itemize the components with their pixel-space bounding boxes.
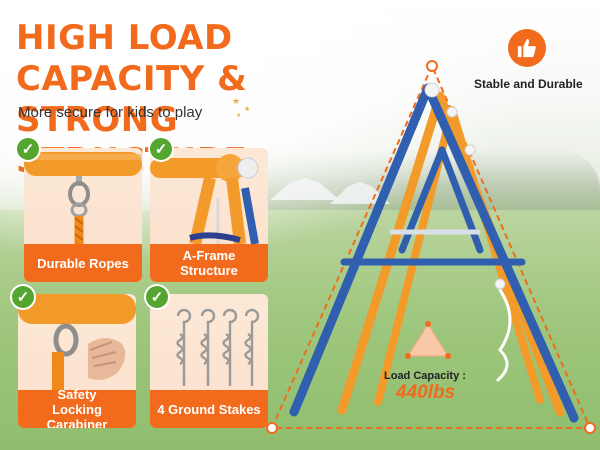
sparkle-icon: ★: [236, 113, 242, 119]
feature-card-ropes: Durable Ropes: [24, 148, 142, 282]
stability-triangle-outline: [270, 63, 592, 429]
feature-label: A-Frame Structure: [150, 244, 268, 282]
stable-durable-label: Stable and Durable: [474, 77, 583, 91]
frame-joint: [424, 82, 440, 98]
triangle-weight-icon: [405, 321, 451, 359]
check-icon: ✓: [17, 138, 39, 160]
load-capacity-value: 440lbs: [396, 382, 456, 403]
carabiner-illustration: [18, 294, 136, 390]
check-icon: ✓: [146, 286, 168, 308]
frame-leg-blue: [289, 83, 433, 417]
feature-label-line: Safety: [57, 386, 97, 402]
rope-connector: [494, 278, 506, 290]
feature-label-line: Structure: [180, 263, 238, 278]
feature-label: Durable Ropes: [24, 244, 142, 282]
feature-label: 4 Ground Stakes: [150, 390, 268, 428]
frame-leg-orange: [337, 91, 445, 415]
sparkle-icon: ★: [232, 96, 241, 106]
a-frame-illustration: [150, 154, 259, 244]
subtitle: More secure for kids to play: [18, 104, 203, 121]
sparkle-icon: ★: [244, 106, 251, 113]
frame-leg-blue: [423, 83, 579, 423]
triangle-vertex-left: [266, 422, 278, 434]
frame-joint: [464, 144, 476, 156]
thumbs-up-icon: [508, 29, 546, 67]
load-capacity-label: Load Capacity :: [384, 370, 466, 382]
headline-line-1: HIGH LOAD CAPACITY &: [16, 18, 248, 99]
ground-stakes-illustration: [176, 308, 260, 386]
feature-label: Safety Locking Carabiner: [18, 386, 136, 429]
feature-card-aframe: A-Frame Structure: [150, 148, 268, 282]
feature-card-carabiner: Safety Locking Carabiner: [18, 294, 136, 428]
check-icon: ✓: [150, 138, 172, 160]
feature-label-line: Locking Carabiner: [46, 401, 108, 429]
feature-label-line: A-Frame: [182, 248, 236, 263]
check-icon: ✓: [12, 286, 34, 308]
frame-joint: [446, 106, 458, 118]
swing-rope: [496, 288, 512, 382]
rope-swing-illustration: [24, 152, 142, 244]
triangle-vertex-top: [426, 60, 438, 72]
frame-leg-orange: [448, 106, 544, 404]
feature-card-stakes: 4 Ground Stakes: [150, 294, 268, 428]
triangle-vertex-right: [584, 422, 596, 434]
